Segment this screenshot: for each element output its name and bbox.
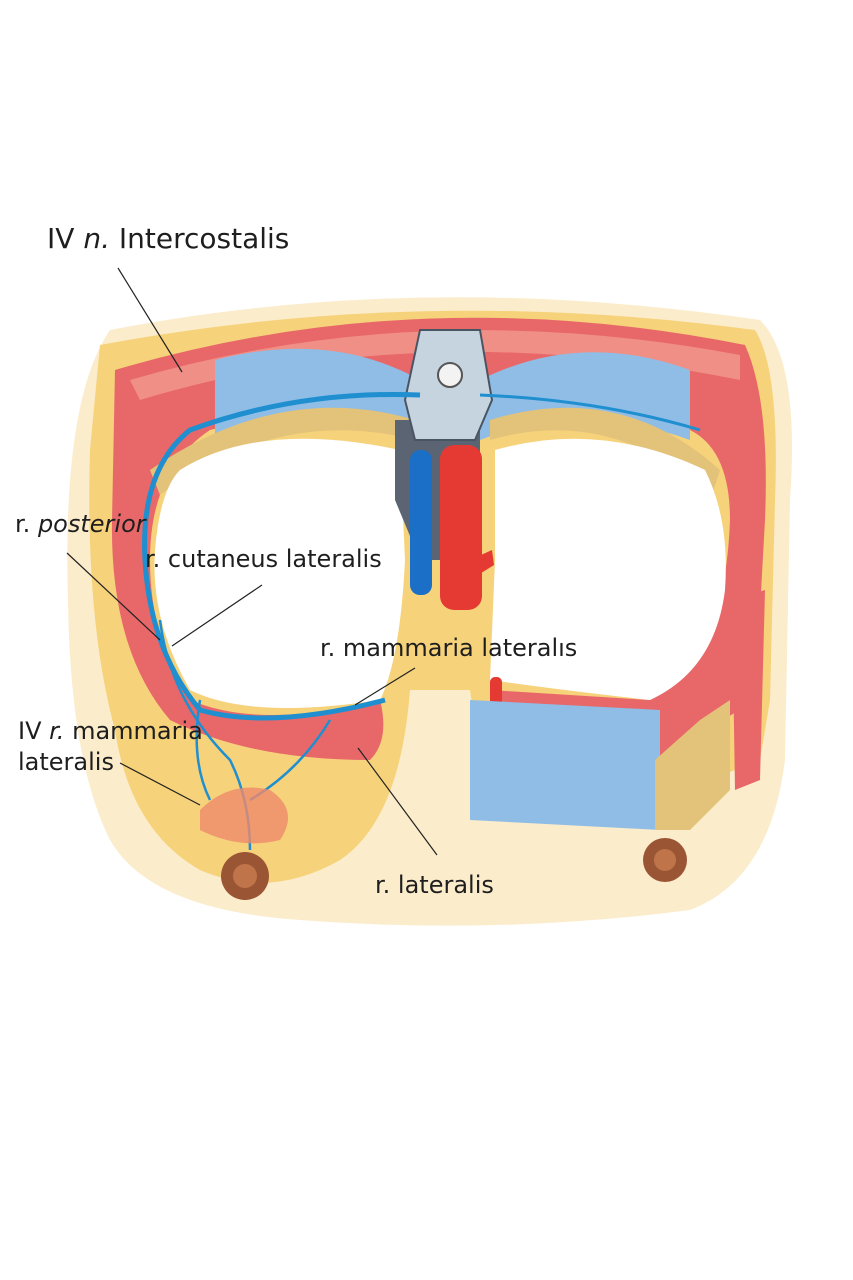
label-r-cutaneus-lateralis: r. cutaneus lateralis xyxy=(145,545,382,573)
label-text: mammaria xyxy=(72,717,203,745)
muscle-highlight xyxy=(130,330,740,400)
areola-left xyxy=(233,864,257,888)
nerve-right xyxy=(479,393,701,432)
artery-branch xyxy=(470,550,494,575)
leader-lateralis xyxy=(357,747,438,856)
leader-mammaria xyxy=(354,667,416,706)
artery-cut xyxy=(490,677,502,707)
right-rib-section xyxy=(655,700,730,830)
label-text-line2: lateralis xyxy=(18,748,114,777)
label-prefix: r. xyxy=(15,510,31,538)
label-italic: r. xyxy=(49,717,65,745)
label-iv-n-intercostalis: IV n. Intercostalis xyxy=(47,224,289,253)
label-r-mammaria-lateralis: r. mammaria lateralıs xyxy=(320,634,578,662)
label-italic: posterior xyxy=(37,510,146,538)
intercostal-nerve xyxy=(142,391,421,721)
vein-vessel xyxy=(410,450,432,595)
rib-right xyxy=(490,407,720,495)
artery-vessel xyxy=(440,445,482,610)
leader-posterior xyxy=(66,552,161,641)
leader-cutaneus xyxy=(171,584,263,647)
label-text: Intercostalis xyxy=(118,222,290,255)
label-italic: n. xyxy=(83,222,110,255)
areola-right xyxy=(654,849,676,871)
label-r-lateralis: r. lateralis xyxy=(375,871,494,899)
right-muscle-section xyxy=(470,700,660,830)
right-fascia xyxy=(732,590,765,790)
label-prefix: IV xyxy=(18,717,42,745)
pleural-cavity-left xyxy=(154,438,405,708)
mammary-gland xyxy=(200,787,288,844)
leader-iv-mammaria xyxy=(119,762,201,806)
rib-left xyxy=(150,407,415,495)
spinal-cord xyxy=(437,362,463,388)
leader-intercostalis xyxy=(117,267,183,373)
label-iv-r-mammaria-lateralis: IV r. mammaria lateralis xyxy=(18,716,203,778)
pleural-cavity-right xyxy=(490,438,726,700)
label-prefix: IV xyxy=(47,222,75,255)
label-r-posterior: r. posterior xyxy=(15,510,146,538)
